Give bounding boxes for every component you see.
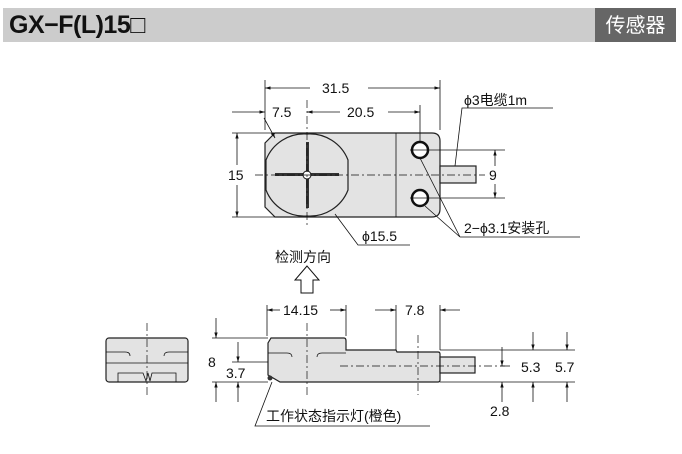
- dim-overall-length: 31.5: [322, 80, 349, 96]
- page-title: GX−F(L)15□: [9, 11, 145, 39]
- cable-label: ϕ3电缆1m: [464, 92, 527, 108]
- dim-cable-center: 2.8: [490, 403, 510, 419]
- dim-hole-pitch-y: 9: [489, 167, 497, 183]
- face-diameter-label: ϕ15.5: [362, 228, 397, 244]
- dim-step-length: 7.8: [405, 302, 425, 318]
- dim-hole-pitch-x: 20.5: [347, 104, 374, 120]
- dim-head-length: 14.15: [283, 302, 318, 318]
- detect-direction-arrow-icon: [293, 265, 321, 294]
- end-view: [105, 323, 189, 395]
- dim-front-offset: 7.5: [272, 104, 292, 120]
- detect-direction-label: 检测方向: [275, 249, 331, 265]
- mount-hole-label: 2−ϕ3.1安装孔: [464, 220, 549, 236]
- dim-overall-height: 8: [208, 354, 216, 370]
- side-view: 14.15 7.8 8 3.7 2.8 5.3 5.7 工作状态指示灯(橙色): [208, 302, 575, 427]
- dim-indicator-height: 3.7: [226, 365, 246, 381]
- indicator-label: 工作状态指示灯(橙色): [266, 408, 401, 424]
- dim-body-height-2: 5.7: [555, 359, 575, 375]
- category-badge: 传感器: [595, 8, 676, 42]
- dim-height: 15: [228, 167, 244, 183]
- top-view: 31.5 7.5 20.5 15 9 ϕ3电缆1m 2−ϕ3.1安装孔 ϕ15.…: [228, 80, 580, 294]
- dim-body-height-1: 5.3: [521, 359, 541, 375]
- cable-side: [439, 356, 476, 374]
- cable: [439, 165, 477, 184]
- header-bar: GX−F(L)15□ 传感器: [3, 8, 676, 42]
- sensor-body-side: [267, 337, 441, 383]
- indicator-led: [267, 375, 273, 381]
